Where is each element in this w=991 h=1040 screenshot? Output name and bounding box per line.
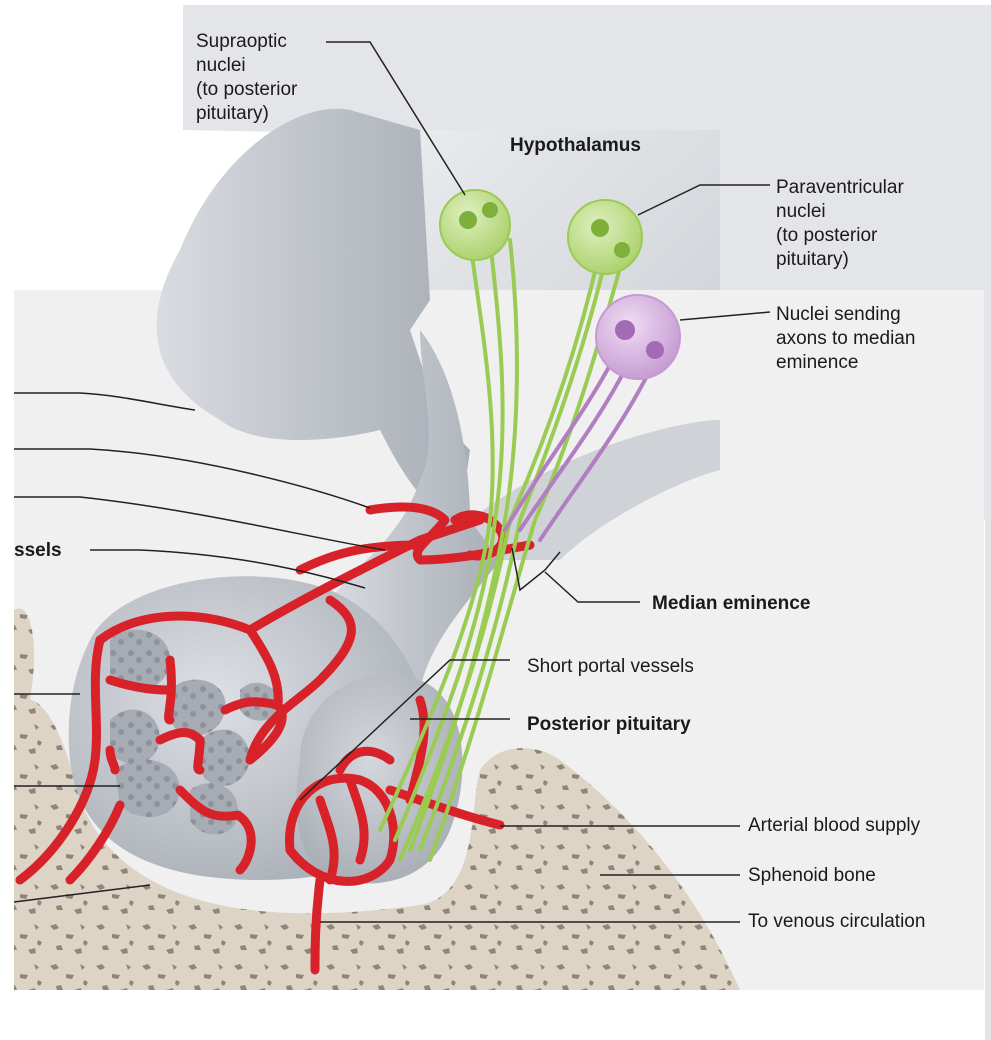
median-eminence-nucleus <box>596 295 680 379</box>
label-short-portal: Short portal vessels <box>527 655 694 679</box>
label-median-eminence: Median eminence <box>652 592 810 616</box>
label-posterior-pituitary: Posterior pituitary <box>527 713 691 737</box>
label-paraventricular: Paraventricular nuclei (to posterior pit… <box>776 176 904 272</box>
label-nuclei-median: Nuclei sending axons to median eminence <box>776 303 915 375</box>
label-supraoptic: Supraoptic nuclei (to posterior pituitar… <box>196 30 297 126</box>
label-vessels-fragment: ssels <box>14 539 62 563</box>
label-venous: To venous circulation <box>748 910 984 934</box>
label-sphenoid: Sphenoid bone <box>748 864 876 888</box>
paraventricular-nucleus <box>568 200 642 274</box>
label-arterial: Arterial blood supply <box>748 814 920 838</box>
label-hypothalamus: Hypothalamus <box>510 134 641 158</box>
